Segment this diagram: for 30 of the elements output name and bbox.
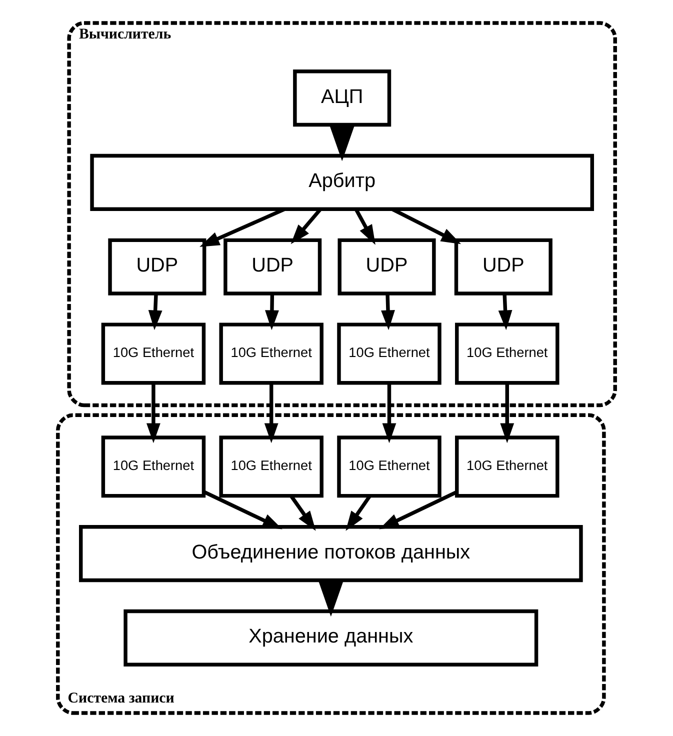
node-box: Хранение данных [124, 609, 538, 666]
node-box: 10G Ethernet [455, 322, 560, 385]
arrow [381, 294, 395, 330]
arrow [203, 490, 282, 530]
node-box: UDP [108, 238, 206, 296]
arrow [290, 494, 316, 531]
node-box: 10G Ethernet [455, 436, 560, 498]
node-box: АЦП [293, 70, 392, 127]
node-box: 10G Ethernet [337, 436, 442, 498]
node-box: Арбитр [90, 154, 594, 212]
arrow [264, 383, 278, 444]
node-box: 10G Ethernet [219, 436, 324, 498]
arrow [382, 383, 396, 444]
node-box: 10G Ethernet [219, 322, 324, 385]
node-box: 10G Ethernet [101, 322, 206, 385]
arrow [265, 294, 279, 330]
arrow [379, 490, 458, 530]
node-box: UDP [338, 238, 436, 296]
arrow [148, 294, 162, 330]
arrow [500, 383, 514, 444]
arrow [498, 294, 512, 330]
node-box: UDP [454, 238, 552, 296]
arrow [330, 126, 354, 162]
node-box: 10G Ethernet [337, 322, 442, 385]
arrow [318, 582, 344, 617]
node-box: 10G Ethernet [101, 436, 206, 498]
arrow [146, 383, 160, 444]
arrow [346, 494, 372, 531]
node-box: UDP [224, 238, 322, 296]
arrow [354, 208, 376, 245]
